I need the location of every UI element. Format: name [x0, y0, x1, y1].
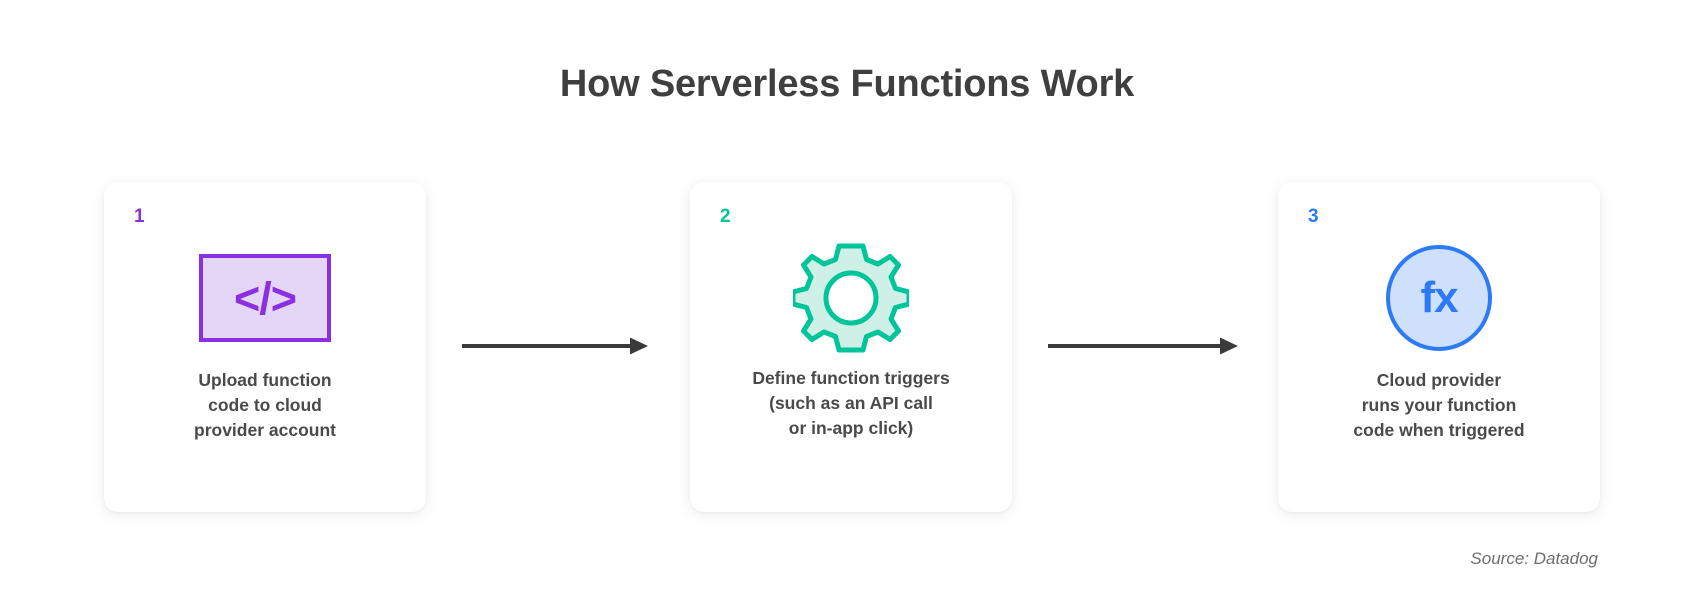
step-text-3: Cloud provider runs your function code w… [1278, 368, 1600, 443]
step-text-line: runs your function [1361, 395, 1517, 415]
page-title: How Serverless Functions Work [559, 63, 1135, 105]
step-icon-wrap-2 [690, 234, 1012, 362]
step-text-line: (such as an API call [769, 393, 933, 413]
arrow-step1-to-step2 [462, 334, 648, 358]
source-note: Source: Datadog [1470, 549, 1598, 568]
step-card-3: 3 fx Cloud provider runs your function c… [1278, 182, 1600, 512]
step-text-line: code when triggered [1353, 420, 1525, 440]
code-brackets-glyph: </> [233, 272, 297, 324]
step-text-1: Upload function code to cloud provider a… [104, 368, 426, 443]
steps-row: 1 </> Upload function code to cloud prov… [0, 182, 1694, 512]
step-text-line: provider account [194, 420, 336, 440]
fx-circle-icon: fx [1386, 245, 1492, 351]
step-card-1: 1 </> Upload function code to cloud prov… [104, 182, 426, 512]
step-text-line: code to cloud [208, 395, 322, 415]
step-number-3: 3 [1308, 206, 1319, 227]
arrow-step2-to-step3 [1048, 334, 1238, 358]
step-text-line: or in-app click) [788, 418, 914, 438]
step-text-line: Cloud provider [1376, 370, 1502, 390]
step-text-2: Define function triggers (such as an API… [690, 366, 1012, 441]
code-brackets-icon: </> [199, 254, 331, 342]
step-card-2: 2 Define function triggers (such as an A… [690, 182, 1012, 512]
step-text-line: Upload function [198, 370, 332, 390]
step-number-2: 2 [720, 206, 731, 227]
step-number-1: 1 [134, 206, 145, 227]
step-icon-wrap-1: </> [104, 234, 426, 362]
step-text-line: Define function triggers [752, 368, 950, 388]
step-icon-wrap-3: fx [1278, 234, 1600, 362]
fx-glyph: fx [1420, 273, 1458, 322]
gear-icon [793, 243, 909, 353]
